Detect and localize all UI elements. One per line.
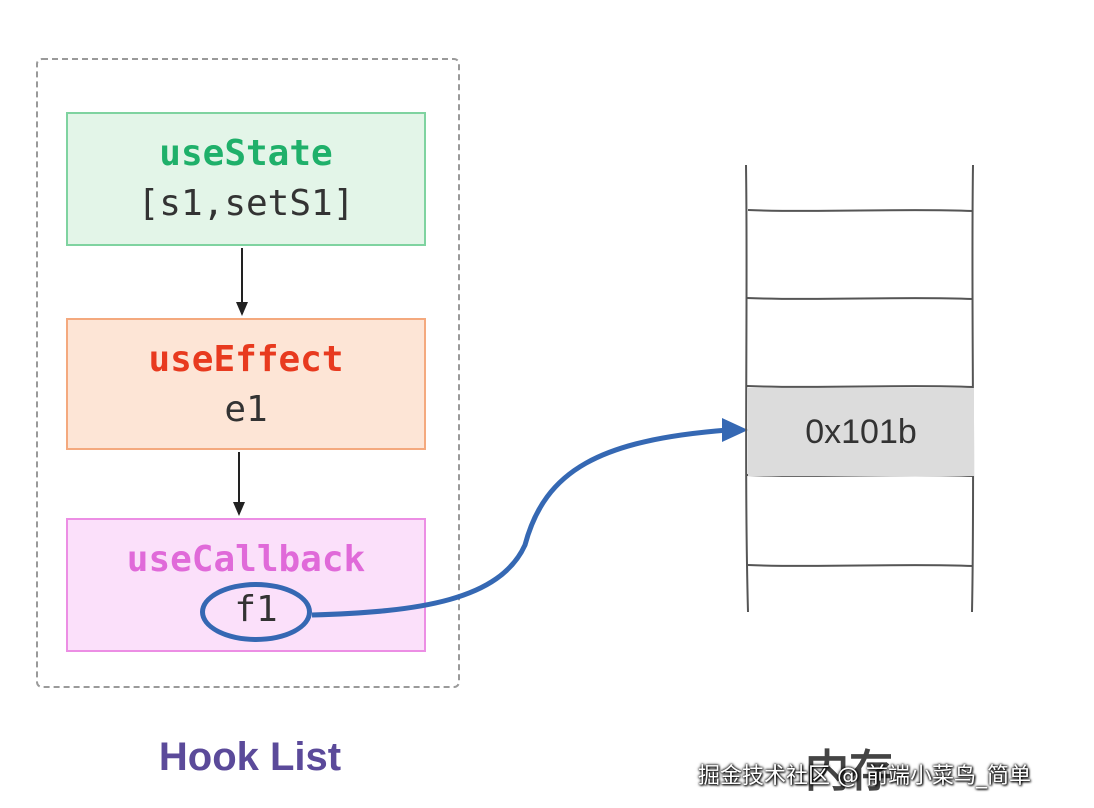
pointer-curve [311, 427, 729, 618]
memory-divider-1 [747, 209, 974, 212]
memory-divider-3 [746, 385, 974, 388]
memory-right-wall [971, 164, 975, 613]
memory-divider-5 [747, 564, 974, 567]
memory-caption: 内存 [805, 747, 893, 796]
watermark: 掘金技术社区 @ 前端小菜鸟_简单 [698, 764, 1031, 789]
memory-divider-2 [746, 297, 974, 300]
f1-highlight-ellipse [200, 582, 312, 642]
use-effect-hook-box: useEffect e1 [66, 318, 426, 450]
hook-list-caption: Hook List [158, 735, 342, 779]
memory-left-wall [745, 164, 749, 613]
pointer-arrowhead [722, 418, 748, 442]
use-effect-name: useEffect [148, 339, 344, 380]
use-state-name: useState [159, 133, 333, 174]
hook-list-frame [36, 58, 460, 688]
effect-to-callback-arrowhead [233, 502, 245, 516]
use-callback-value: f1 [234, 589, 278, 630]
use-state-value: [s1,setS1] [137, 183, 355, 224]
use-callback-name: useCallback [126, 539, 366, 580]
use-effect-value: e1 [224, 389, 268, 430]
use-state-hook-box: useState [s1,setS1] [66, 112, 426, 246]
state-to-effect-arrowhead [236, 302, 248, 316]
memory-cell-filled: 0x101b [748, 388, 974, 476]
